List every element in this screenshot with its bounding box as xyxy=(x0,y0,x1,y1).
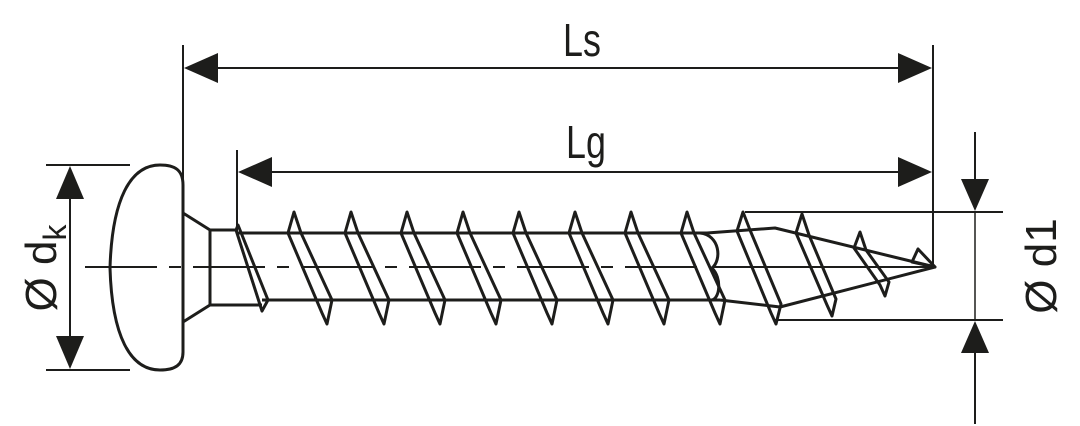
arrow-up-icon xyxy=(56,166,84,199)
svg-text:Ø dk: Ø dk xyxy=(17,224,73,312)
arrow-right-icon xyxy=(898,53,932,83)
arrow-left-icon xyxy=(184,53,218,83)
thread-crests xyxy=(286,210,937,326)
dk-label-subscript: k xyxy=(37,224,73,241)
ls-dimension: Ls xyxy=(182,15,934,268)
screw xyxy=(85,163,937,372)
lg-label: Lg xyxy=(566,117,606,168)
lg-dimension: Lg xyxy=(236,117,932,232)
d1-label: Ø d1 xyxy=(1017,218,1066,313)
arrow-up-icon xyxy=(961,321,989,353)
arrow-left-icon xyxy=(238,157,272,187)
dk-label: Ø dk xyxy=(17,224,73,312)
arrow-down-icon xyxy=(56,336,84,369)
arrow-down-icon xyxy=(961,179,989,211)
ls-label: Ls xyxy=(563,15,601,66)
arrow-right-icon xyxy=(898,157,932,187)
dk-label-main: Ø d xyxy=(17,241,66,312)
screw-head xyxy=(108,163,185,372)
dk-dimension: Ø dk xyxy=(17,164,130,371)
d1-dimension: Ø d1 xyxy=(745,132,1066,424)
